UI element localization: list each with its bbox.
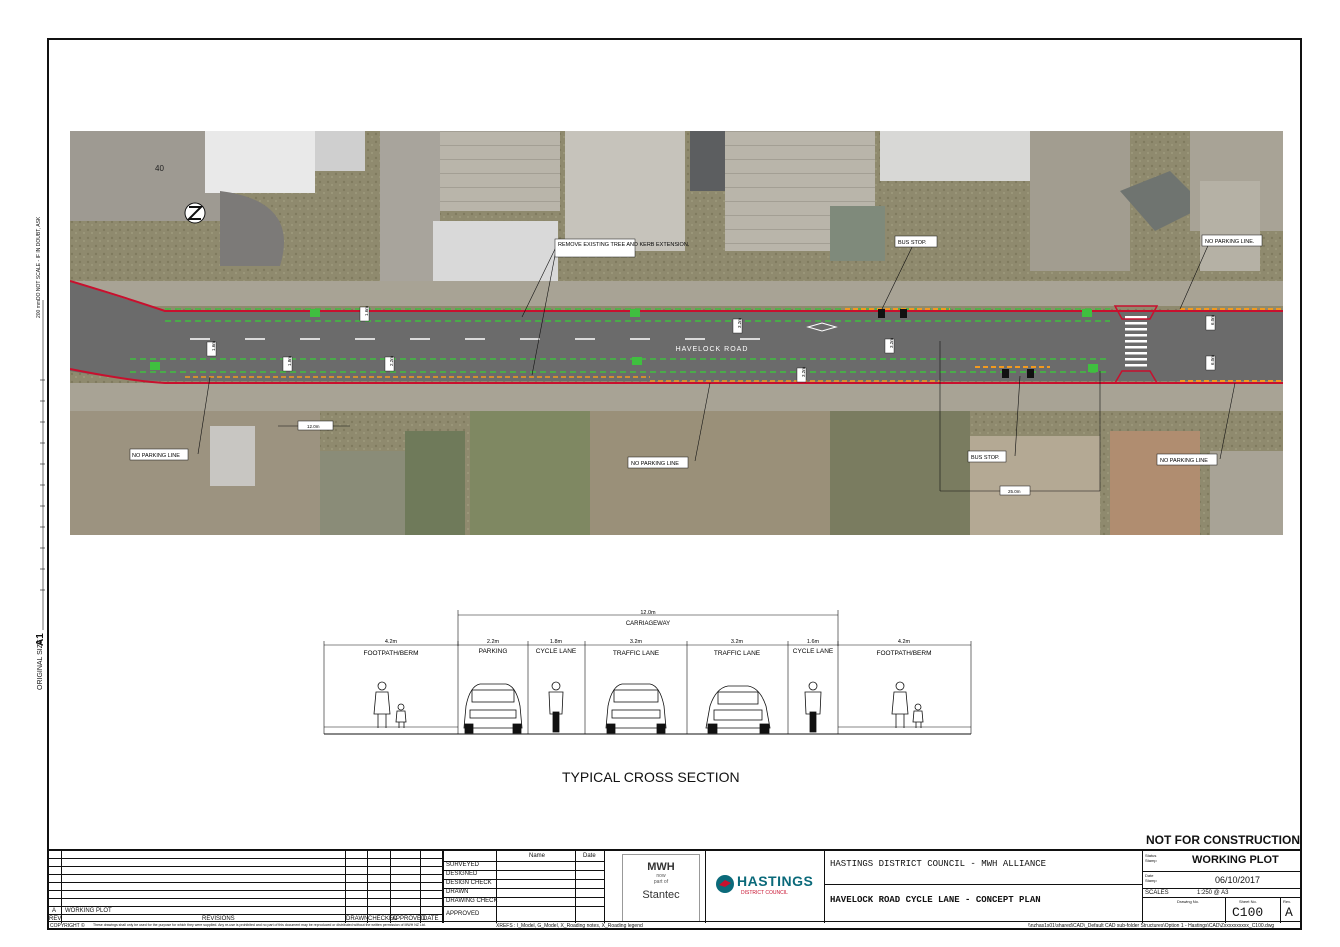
cross-section: 12.0m CARRIAGEWAY 4.2m 2.2m 1.8m 3.2m 3.… bbox=[323, 610, 972, 735]
checked-header: CHECKED bbox=[368, 916, 398, 922]
revision-row-rev: A bbox=[52, 908, 57, 914]
xrefs-note: XREFS : I_Model, G_Model, X_Roading note… bbox=[496, 923, 643, 929]
mwh-part-of: part of bbox=[653, 879, 669, 885]
mwh-stantec-logo: MWH now part of Stantec bbox=[622, 854, 700, 922]
client-title: HASTINGS DISTRICT COUNCIL - MWH ALLIANCE bbox=[830, 859, 1047, 869]
remove-tree-note: REMOVE EXISTING TREE AND KERB EXTENSION. bbox=[558, 242, 690, 248]
bus-stop-top-label: BUS STOP. bbox=[898, 240, 927, 246]
dim-2: 3.2m bbox=[737, 318, 742, 328]
cyclist-left-icon bbox=[548, 681, 564, 733]
scale-note: DO NOT SCALE - IF IN DOUBT, ASK bbox=[36, 216, 42, 300]
title-block: A WORKING PLOT REV REVISIONS DRAWN CHECK… bbox=[47, 849, 1302, 923]
scale-bar bbox=[40, 300, 45, 630]
pedestrian-right-icon bbox=[891, 681, 924, 728]
original-size-label: ORIGINAL SIZE bbox=[37, 639, 44, 690]
carriageway-label: CARRIAGEWAY bbox=[626, 621, 670, 627]
hastings-name: HASTINGS bbox=[737, 873, 814, 889]
title-block-bottom-rule bbox=[47, 921, 1302, 922]
sheet-no-value: C100 bbox=[1232, 905, 1264, 920]
seg-label-5: TRAFFIC LANE bbox=[714, 650, 761, 657]
check-date-header: Date bbox=[583, 853, 596, 859]
dim-5: 1.8m bbox=[287, 356, 292, 366]
check-row-design-check: DESIGN CHECK bbox=[446, 880, 492, 886]
aerial-plan: HAVELOCK ROAD 40 REMOVE EXISTING TREE AN… bbox=[70, 131, 1283, 535]
parked-car-icon bbox=[463, 683, 523, 734]
copyright-note: These drawings shall only be used for th… bbox=[93, 923, 426, 927]
drawn-header: DRAWN bbox=[346, 916, 369, 922]
rev-label: Rev. bbox=[1283, 899, 1291, 904]
mwh-logo-text: MWH bbox=[647, 861, 675, 873]
sheet-no-label: Sheet No. bbox=[1239, 899, 1257, 904]
date-header: DATE bbox=[423, 916, 439, 922]
seg-width-3: 1.8m bbox=[550, 639, 563, 645]
hastings-sub: DISTRICT COUNCIL bbox=[741, 890, 788, 896]
seg-label-4: TRAFFIC LANE bbox=[613, 650, 660, 657]
rev-value: A bbox=[1285, 905, 1293, 920]
no-parking-left-label: NO PARKING LINE bbox=[132, 453, 180, 459]
drawing-frame bbox=[47, 38, 1302, 930]
revisions-header: REVISIONS bbox=[202, 916, 235, 922]
sheet-size-label: A1 bbox=[35, 633, 46, 646]
rev-header: REV bbox=[49, 916, 62, 922]
road-name-label: HAVELOCK ROAD bbox=[676, 346, 749, 353]
copyright-label: COPYRIGHT © bbox=[50, 923, 85, 929]
status-value: WORKING PLOT bbox=[1192, 854, 1279, 866]
seg-label-7: FOOTPATH/BERM bbox=[876, 650, 931, 657]
cyclist-right-icon bbox=[804, 681, 822, 733]
seg-label-3: CYCLE LANE bbox=[536, 648, 577, 655]
not-for-construction-label: NOT FOR CONSTRUCTION bbox=[1146, 833, 1300, 847]
seg-label-6: CYCLE LANE bbox=[793, 648, 834, 655]
revision-row-description: WORKING PLOT bbox=[65, 908, 112, 914]
hastings-bird-icon bbox=[716, 875, 734, 893]
check-row-drawn: DRAWN bbox=[446, 889, 469, 895]
scale-value: 1:250 @ A3 bbox=[1197, 890, 1229, 896]
seg-width-1: 4.2m bbox=[385, 639, 398, 645]
no-parking-right-label: NO PARKING LINE bbox=[1160, 458, 1208, 464]
hastings-logo: HASTINGS DISTRICT COUNCIL bbox=[715, 871, 821, 901]
dim-10: 6.0m bbox=[1210, 315, 1215, 325]
seg-width-4: 3.2m bbox=[630, 639, 643, 645]
check-row-designed: DESIGNED bbox=[446, 871, 478, 877]
date-label: Date Stamp bbox=[1145, 873, 1157, 883]
no-parking-top-right-label: NO PARKING LINE. bbox=[1205, 239, 1255, 245]
drawing-title: HAVELOCK ROAD CYCLE LANE - CONCEPT PLAN bbox=[830, 895, 1041, 905]
seg-width-2: 2.2m bbox=[487, 639, 500, 645]
approved-header: APPROVED bbox=[392, 916, 426, 922]
bus-stop-bottom-label: BUS STOP. bbox=[971, 455, 1000, 461]
dim-11: 6.0m bbox=[1210, 355, 1215, 365]
north-arrow-icon bbox=[184, 202, 206, 224]
date-value: 06/10/2017 bbox=[1215, 875, 1261, 885]
cross-section-title: TYPICAL CROSS SECTION bbox=[562, 769, 740, 785]
stantec-logo-text: Stantec bbox=[642, 889, 680, 901]
dim-1: 1.6m bbox=[364, 306, 369, 316]
dim-6: 2.2m bbox=[389, 356, 394, 366]
drawing-no-label: Drawing No. bbox=[1177, 899, 1200, 904]
dim-8: 12.0m bbox=[307, 424, 320, 429]
seg-label-1: FOOTPATH/BERM bbox=[363, 650, 418, 657]
seg-width-5: 3.2m bbox=[731, 639, 744, 645]
check-row-drawing-check: DRAWING CHECK bbox=[446, 898, 498, 904]
scales-label: SCALES bbox=[1145, 890, 1169, 896]
file-path: \\nzhas1s01\shared\CAD\_Default CAD sub-… bbox=[1028, 923, 1275, 929]
lot-number: 40 bbox=[155, 164, 164, 173]
seg-width-6: 1.6m bbox=[807, 639, 820, 645]
dim-4: 1.6m bbox=[211, 341, 216, 351]
no-parking-mid-label: NO PARKING LINE bbox=[631, 461, 679, 467]
dim-3: 3.2m bbox=[889, 338, 894, 348]
seg-label-2: PARKING bbox=[479, 648, 508, 655]
traffic-car-small-icon bbox=[605, 683, 667, 734]
dim-7: 3.2m bbox=[801, 367, 806, 377]
check-row-approved: APPROVED bbox=[446, 911, 480, 917]
mwh-now: now bbox=[656, 873, 666, 879]
traffic-car-front-icon bbox=[705, 685, 771, 734]
seg-width-7: 4.2m bbox=[898, 639, 911, 645]
check-row-surveyed: SURVEYED bbox=[446, 862, 479, 868]
pedestrian-left-icon bbox=[373, 681, 407, 728]
status-label: Status Stamp bbox=[1145, 853, 1157, 863]
carriageway-width: 12.0m bbox=[640, 610, 656, 616]
check-name-header: Name bbox=[529, 853, 546, 859]
dim-9: 25.0m bbox=[1008, 489, 1021, 494]
